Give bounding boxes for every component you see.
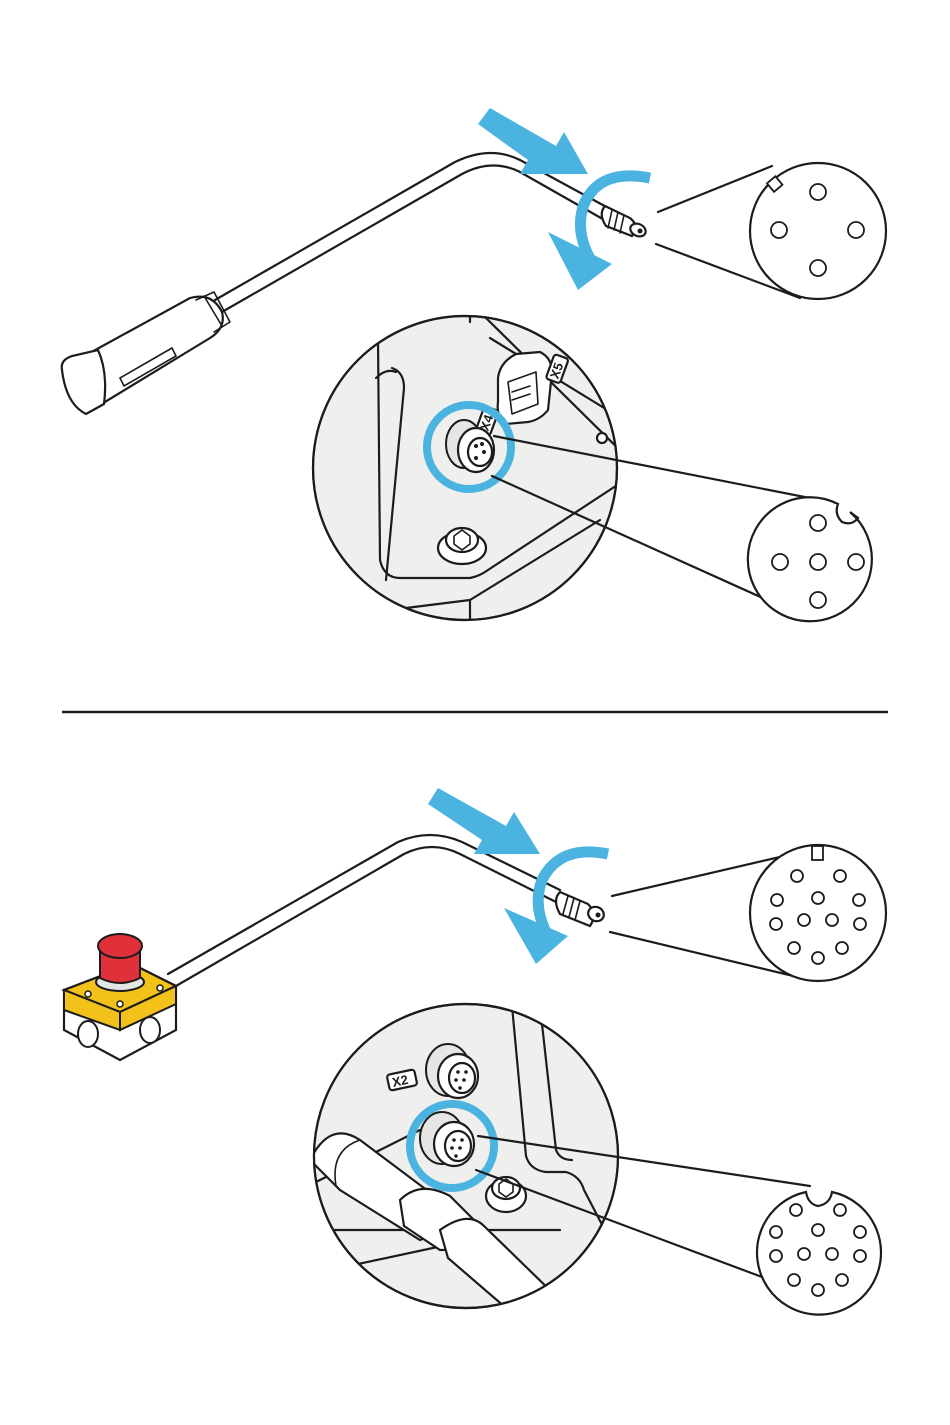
estop-cable — [168, 835, 560, 986]
probe-cable — [215, 153, 612, 312]
probe-plug-face — [750, 163, 886, 299]
probe-plug — [602, 206, 648, 239]
probe-socket-face — [748, 497, 872, 621]
push-arrow-icon — [478, 108, 588, 174]
estop-socket-face — [757, 1192, 881, 1315]
bottom-detail-view: X2 — [300, 1004, 618, 1320]
bottom-section: X2 — [64, 788, 886, 1320]
top-section: X5 X4 — [62, 108, 886, 630]
top-detail-view: X5 X4 — [313, 316, 640, 630]
estop-plug — [556, 892, 606, 926]
estop-plug-face — [750, 845, 886, 981]
emergency-stop-button — [64, 934, 176, 1060]
handheld-probe — [62, 292, 230, 414]
push-arrow-icon — [428, 788, 540, 854]
